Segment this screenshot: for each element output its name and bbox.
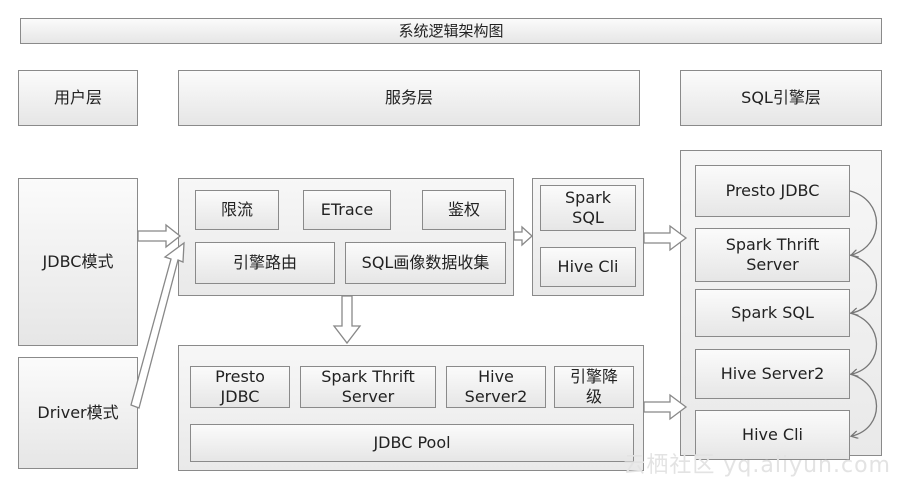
rate-limit-box: 限流 bbox=[195, 190, 279, 230]
engine-presto-jdbc-box: Presto JDBC bbox=[695, 165, 850, 217]
arrow-service-to-spark bbox=[513, 225, 533, 247]
sql-profile-box: SQL画像数据收集 bbox=[345, 242, 506, 284]
jdbc-mode-box: JDBC模式 bbox=[18, 178, 138, 346]
arrow-jdbc-to-service bbox=[137, 223, 182, 249]
fallback-curve-2 bbox=[850, 254, 878, 313]
pool-spark-thrift-box: Spark Thrift Server bbox=[300, 366, 436, 408]
engine-spark-sql-box: Spark SQL bbox=[695, 289, 850, 337]
jdbc-pool-box: JDBC Pool bbox=[190, 424, 634, 462]
fallback-curve-1 bbox=[850, 190, 878, 255]
engine-fallback-box: 引擎降 级 bbox=[554, 366, 634, 408]
arrow-pool-to-engines bbox=[643, 393, 688, 421]
fallback-curve-3 bbox=[850, 312, 878, 374]
arrow-spark-to-engines bbox=[643, 224, 688, 252]
engine-spark-thrift-box: Spark Thrift Server bbox=[695, 228, 850, 282]
etrace-box: ETrace bbox=[303, 190, 391, 230]
arrow-driver-to-service bbox=[130, 241, 185, 409]
sql-engine-layer-header: SQL引擎层 bbox=[680, 70, 882, 126]
fallback-curve-4 bbox=[850, 373, 878, 436]
watermark: 云栖社区 yq.aliyun.com bbox=[623, 453, 891, 478]
engine-routing-box: 引擎路由 bbox=[195, 242, 335, 284]
pool-hive-server2-box: Hive Server2 bbox=[446, 366, 546, 408]
service-layer-header: 服务层 bbox=[178, 70, 640, 126]
diagram-title: 系统逻辑架构图 bbox=[20, 18, 882, 44]
engine-hive-server2-box: Hive Server2 bbox=[695, 349, 850, 399]
auth-box: 鉴权 bbox=[422, 190, 506, 230]
pool-presto-jdbc-box: Presto JDBC bbox=[190, 366, 290, 408]
arrow-service-to-pool bbox=[332, 295, 362, 345]
hive-cli-box: Hive Cli bbox=[540, 247, 636, 287]
driver-mode-box: Driver模式 bbox=[18, 357, 138, 469]
spark-sql-box: Spark SQL bbox=[540, 185, 636, 231]
user-layer-header: 用户层 bbox=[18, 70, 138, 126]
engine-hive-cli-box: Hive Cli bbox=[695, 410, 850, 460]
